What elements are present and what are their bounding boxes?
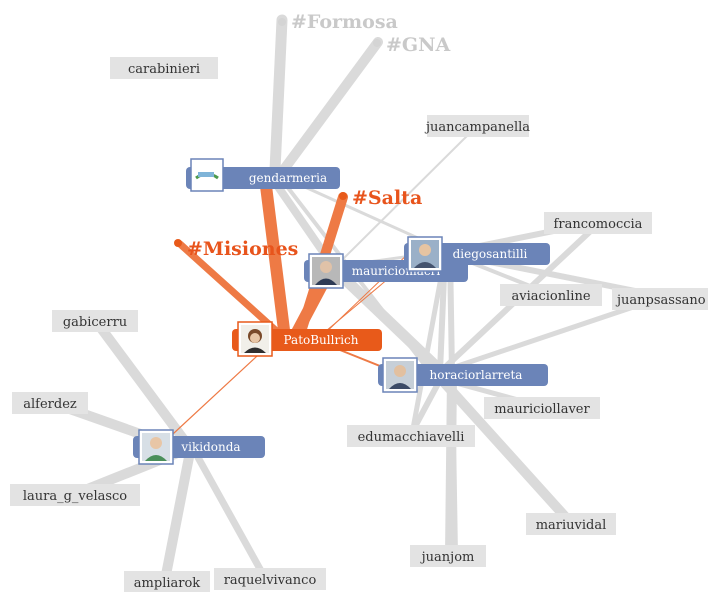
gendarmeria-logo-icon xyxy=(190,158,224,192)
account-mauriciollaver-label: mauriciollaver xyxy=(494,402,590,417)
account-juancampanella-label: juancampanella xyxy=(424,120,530,135)
edge-vikidonda-gabicerru xyxy=(90,315,195,453)
user-node-gendarmeria[interactable]: gendarmeria xyxy=(186,158,340,192)
account-mariuvidal-label: mariuvidal xyxy=(536,518,607,533)
edge-patobullrich-misiones xyxy=(176,240,286,340)
user-patobullrich-label: PatoBullrich xyxy=(284,333,359,347)
account-juanjom[interactable]: juanjom xyxy=(410,545,486,567)
person-photo-icon xyxy=(407,236,443,272)
account-carabinieri[interactable]: carabinieri xyxy=(110,57,218,79)
edge-gendarmeria-formosa xyxy=(269,14,288,176)
account-gabicerru-label: gabicerru xyxy=(63,315,127,330)
edge-macri-gendarmeria xyxy=(268,174,334,266)
account-laura_g_velasco-label: laura_g_velasco xyxy=(23,489,127,504)
formosa-dot xyxy=(278,18,286,26)
edge-patobullrich-vikidonda xyxy=(159,343,271,447)
user-node-horaciorlarreta[interactable]: horaciorlarreta xyxy=(378,357,548,393)
account-juanpsassano[interactable]: juanpsassano xyxy=(612,288,708,310)
hashtag-dots xyxy=(174,18,381,247)
edge-macri-larreta xyxy=(324,259,446,376)
edge-santilli-juanjom xyxy=(447,249,458,558)
salta-dot xyxy=(339,192,347,200)
hashtag-gna[interactable]: #GNA xyxy=(386,34,451,56)
gna-dot xyxy=(373,39,381,47)
edge-larreta-juanpsassano xyxy=(437,295,663,375)
account-laura_g_velasco[interactable]: laura_g_velasco xyxy=(10,484,140,506)
account-juanjom-label: juanjom xyxy=(420,550,475,565)
user-node-vikidonda[interactable]: vikidonda xyxy=(133,429,265,465)
account-alferdez-label: alferdez xyxy=(23,397,77,412)
edge-santilli-edumacchiavelli xyxy=(409,253,448,437)
account-mauriciollaver[interactable]: mauriciollaver xyxy=(484,397,600,419)
account-raquelvivanco-label: raquelvivanco xyxy=(224,573,317,588)
user-vikidonda-label: vikidonda xyxy=(180,440,240,454)
edge-gendarmeria-gna xyxy=(277,37,383,177)
misiones-dot xyxy=(174,239,182,247)
account-aviacionline[interactable]: aviacionline xyxy=(500,284,602,306)
user-node-diegosantilli[interactable]: diegosantilli xyxy=(404,236,550,272)
account-aviacionline-label: aviacionline xyxy=(511,289,590,304)
edge-vikidonda-raquelvivanco xyxy=(191,448,269,582)
account-juanpsassano-label: juanpsassano xyxy=(615,293,706,308)
account-edumacchiavelli-label: edumacchiavelli xyxy=(358,430,465,445)
account-raquelvivanco[interactable]: raquelvivanco xyxy=(214,568,326,590)
edge-vikidonda-ampliarok xyxy=(160,447,195,585)
person-photo-icon xyxy=(382,357,418,393)
account-francomoccia[interactable]: francomoccia xyxy=(544,212,652,234)
account-gabicerru[interactable]: gabicerru xyxy=(52,310,138,332)
hashtag-formosa[interactable]: #Formosa xyxy=(291,11,398,33)
hashtag-misiones[interactable]: #Misiones xyxy=(187,238,298,260)
account-ampliarok[interactable]: ampliarok xyxy=(124,571,210,592)
account-francomoccia-label: francomoccia xyxy=(554,217,643,232)
edge-macri-juancampanella xyxy=(339,127,476,263)
person-photo-icon xyxy=(308,253,344,289)
user-diegosantilli-label: diegosantilli xyxy=(453,247,528,261)
person-photo-icon xyxy=(138,429,174,465)
user-nodes: gendarmeria mauriciomacri diegosantilli xyxy=(133,158,550,465)
account-juancampanella[interactable]: juancampanella xyxy=(424,115,530,137)
person-photo-icon xyxy=(237,321,273,357)
edge-patobullrich-gendarmeria xyxy=(259,172,291,344)
account-alferdez[interactable]: alferdez xyxy=(12,392,88,414)
edge-larreta-mariuvidal xyxy=(435,373,575,527)
account-labels: carabinieri juancampanella francomoccia … xyxy=(10,57,708,592)
account-carabinieri-label: carabinieri xyxy=(128,62,200,77)
account-edumacchiavelli[interactable]: edumacchiavelli xyxy=(347,425,475,447)
user-gendarmeria-label: gendarmeria xyxy=(249,171,327,185)
user-node-patobullrich[interactable]: PatoBullrich xyxy=(232,321,382,357)
user-horaciorlarreta-label: horaciorlarreta xyxy=(430,368,523,382)
hashtag-salta[interactable]: #Salta xyxy=(352,187,422,209)
account-mariuvidal[interactable]: mariuvidal xyxy=(526,513,616,535)
account-ampliarok-label: ampliarok xyxy=(134,576,201,591)
